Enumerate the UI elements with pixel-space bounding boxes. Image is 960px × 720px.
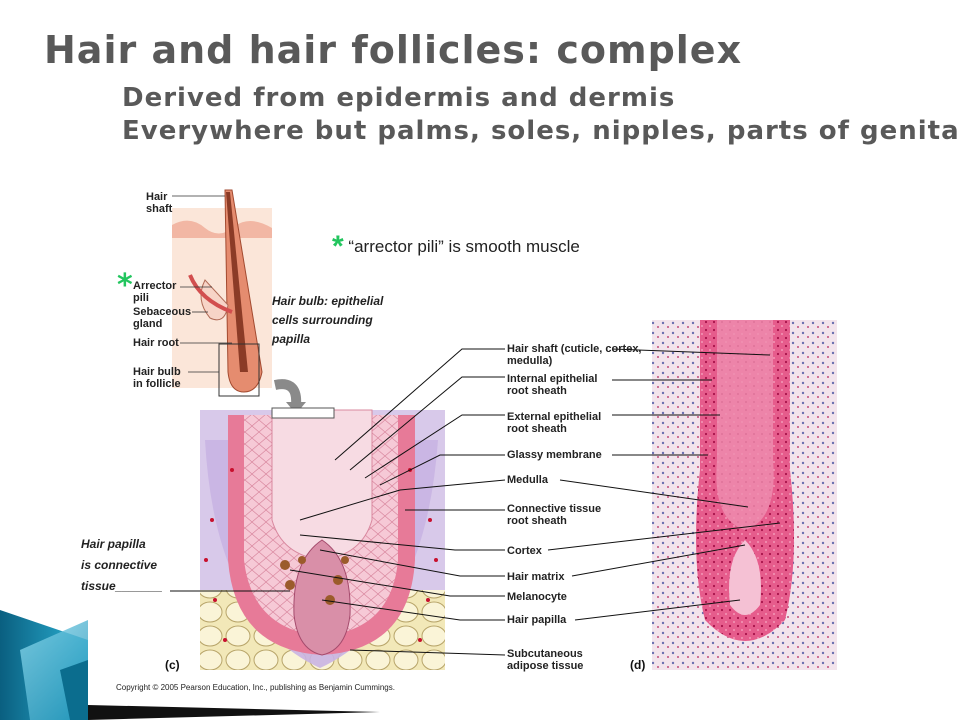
arrector-pili-note-text: “arrector pili” is smooth muscle [348, 237, 580, 256]
label-hair-bulb-in-follicle: Hair bulb in follicle [133, 366, 181, 390]
arrector-star-icon: * [117, 268, 133, 303]
label-melanocyte: Melanocyte [507, 591, 567, 603]
label-external-epithelial-root-sheath: External epithelial root sheath [507, 411, 602, 435]
label-hair-matrix: Hair matrix [507, 571, 565, 583]
label-medulla: Medulla [507, 474, 548, 486]
slide-subtitle-derivation: Derived from epidermis and dermis [122, 83, 676, 113]
label-hair-shaft: Hair shaft (cuticle, cortex, medulla) [507, 343, 642, 367]
micrograph [652, 320, 837, 670]
slide-subtitle-distribution: Everywhere but palms, soles, nipples, pa… [122, 116, 960, 146]
decorative-teal-shapes [0, 610, 380, 720]
hair-papilla-note-line: Hair papilla [81, 537, 146, 551]
label-sebaceous-gland: Sebaceous gland [133, 306, 192, 330]
panel-label-d: (d) [630, 658, 646, 672]
hair-papilla-note: Hair papilla is connective tissue_______ [81, 534, 162, 597]
leader-lines [170, 348, 781, 656]
copyright-text: Copyright © 2005 Pearson Education, Inc.… [116, 683, 395, 692]
label-hair-root: Hair root [133, 337, 179, 349]
label-hair-shaft-small: Hair shaft [146, 191, 173, 215]
hair-bulb-note: Hair bulb: epithelial cells surrounding … [272, 292, 383, 349]
label-subcutaneous-adipose-tissue: Subcutaneous adipose tissue [507, 648, 584, 672]
label-connective-tissue-root-sheath: Connective tissue root sheath [507, 503, 602, 527]
hair-bulb-note-line: cells surrounding [272, 313, 373, 327]
hair-papilla-note-line: tissue_______ [81, 579, 163, 593]
small-follicle-diagram [172, 189, 306, 414]
arrector-pili-note: * “arrector pili” is smooth muscle [332, 230, 580, 264]
label-internal-epithelial-root-sheath: Internal epithelial root sheath [507, 373, 598, 397]
hair-papilla-note-line: is connective [81, 558, 158, 572]
hair-bulb-note-line: papilla [272, 332, 311, 346]
label-glassy-membrane: Glassy membrane [507, 449, 602, 461]
panel-label-c: (c) [165, 658, 180, 672]
label-hair-papilla: Hair papilla [507, 614, 567, 626]
star-marker-icon: * [332, 230, 344, 263]
hair-bulb-note-line: Hair bulb: epithelial [272, 294, 384, 308]
label-arrector-pili: Arrector pili [133, 280, 177, 304]
follicle-illustration [200, 407, 445, 670]
slide-title: Hair and hair follicles: complex [44, 28, 743, 72]
label-cortex: Cortex [507, 545, 542, 557]
